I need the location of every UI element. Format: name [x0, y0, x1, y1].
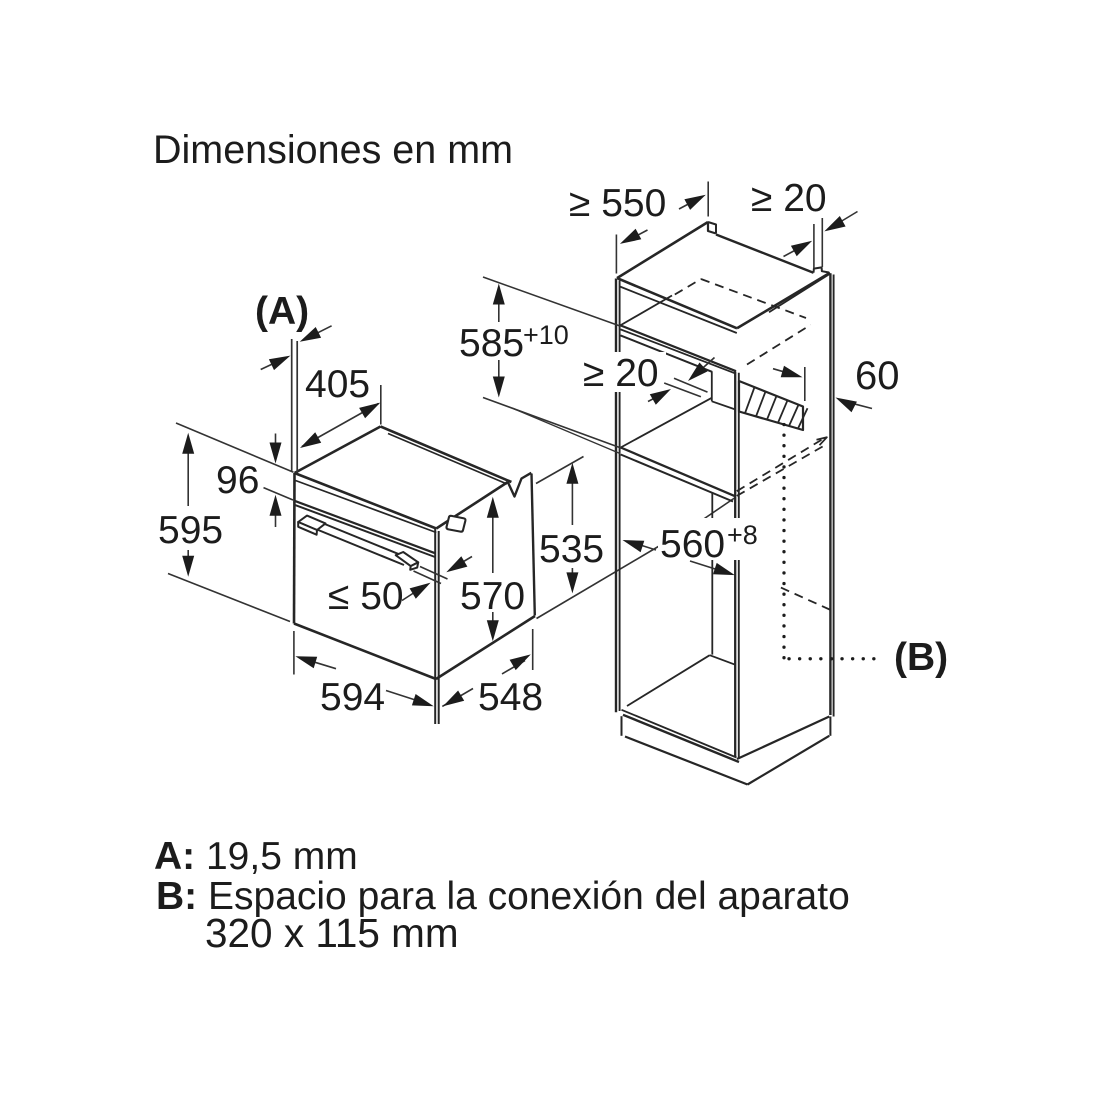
svg-text:585: 585 [459, 322, 524, 365]
svg-text:96: 96 [216, 459, 259, 502]
svg-text:+8: +8 [727, 520, 758, 550]
svg-text:≥ 550: ≥ 550 [569, 182, 666, 225]
svg-text:A: 19,5 mm: A: 19,5 mm [154, 835, 358, 878]
svg-text:60: 60 [855, 354, 900, 398]
svg-text:+10: +10 [523, 320, 569, 350]
svg-text:548: 548 [478, 676, 543, 719]
svg-text:535: 535 [539, 528, 604, 571]
svg-text:Dimensiones en mm: Dimensiones en mm [153, 128, 513, 172]
svg-text:570: 570 [460, 575, 525, 618]
svg-text:(B): (B) [894, 636, 948, 679]
svg-text:(A): (A) [255, 290, 309, 333]
svg-text:≥ 20: ≥ 20 [751, 177, 827, 220]
svg-text:≥ 20: ≥ 20 [583, 352, 659, 395]
svg-text:594: 594 [320, 676, 385, 719]
svg-text:320 x 115 mm: 320 x 115 mm [205, 910, 459, 956]
svg-text:≤ 50: ≤ 50 [328, 575, 404, 618]
svg-text:595: 595 [158, 509, 223, 552]
svg-text:B: Espacio para la conexión de: B: Espacio para la conexión del aparato [156, 875, 850, 918]
svg-text:560: 560 [660, 523, 725, 566]
svg-text:405: 405 [305, 363, 370, 406]
